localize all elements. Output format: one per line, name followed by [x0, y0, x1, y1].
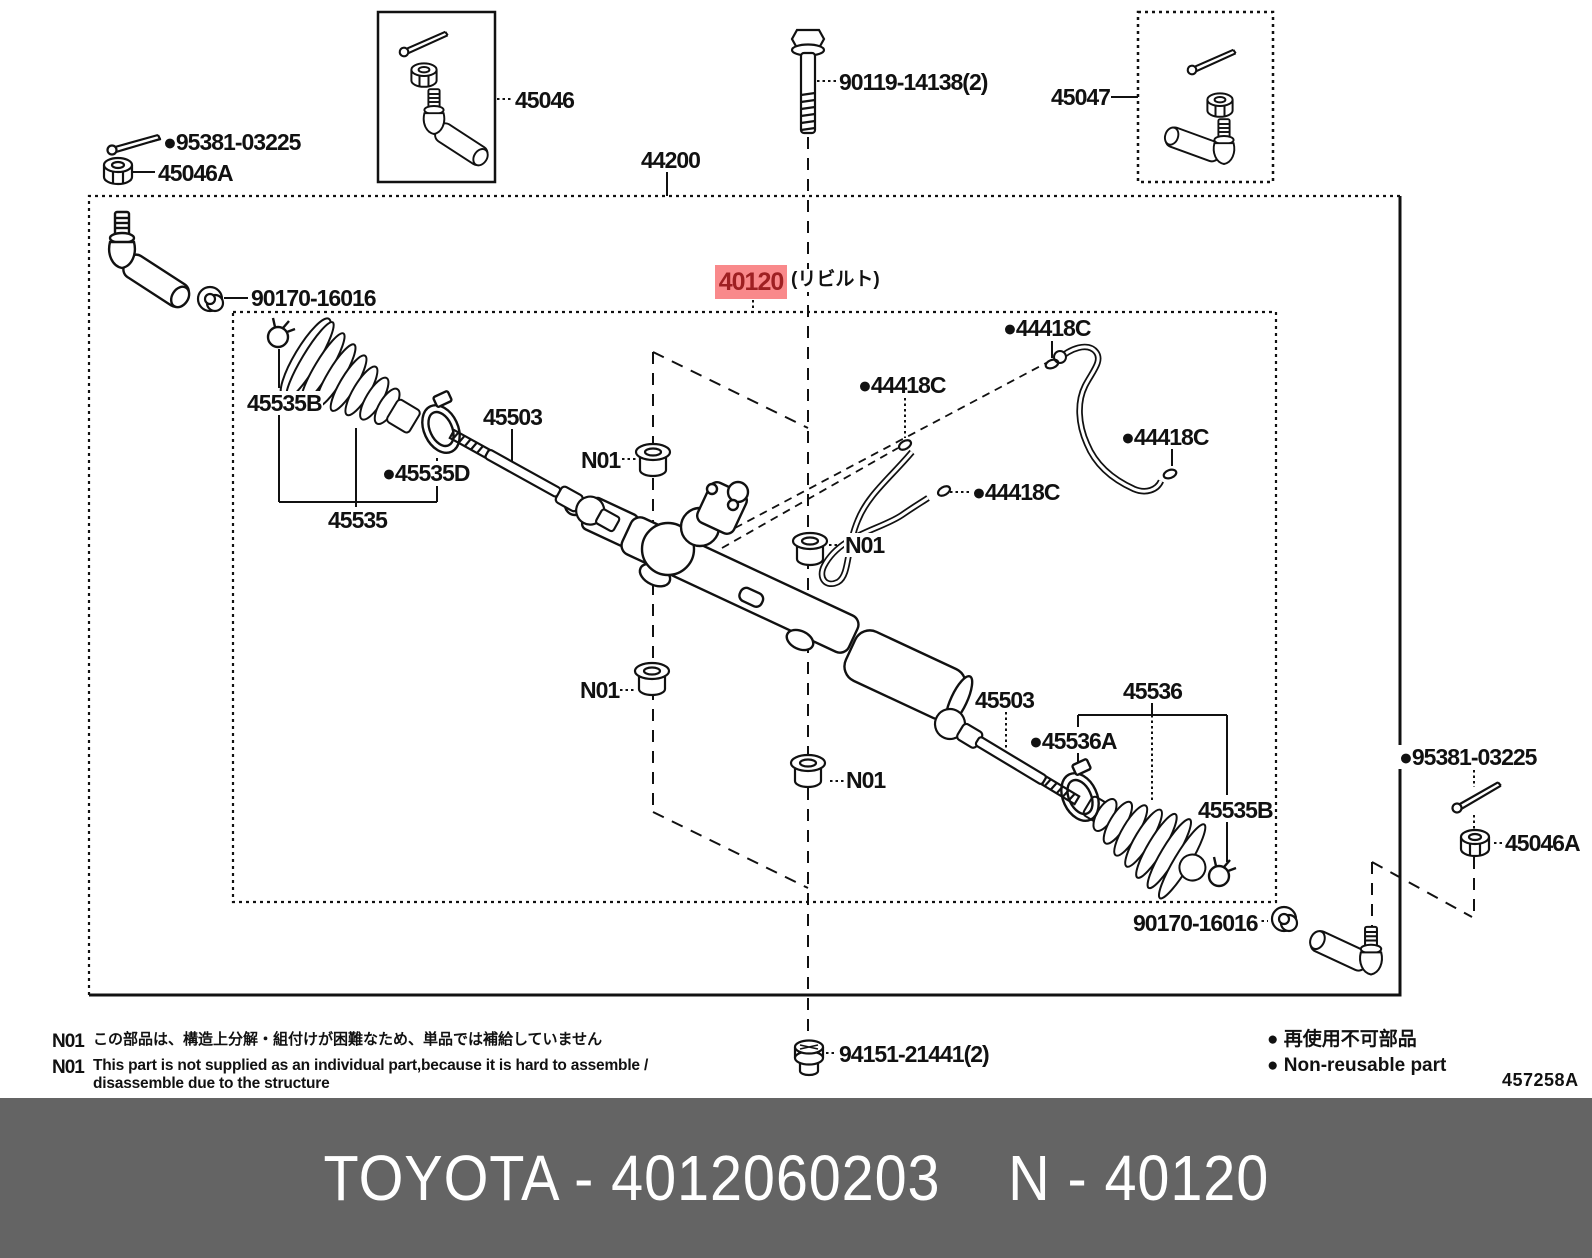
note-code-jp: N01 — [52, 1031, 85, 1052]
footer-part-number: TOYOTA - 4012060203 N - 40120 — [323, 1142, 1269, 1214]
pinion-housing — [640, 521, 696, 577]
cotter-pin-top-left-icon — [106, 133, 162, 156]
part-label-94151[interactable]: 94151-21441(2) — [838, 1041, 990, 1067]
tube-leader-dashes — [721, 361, 1049, 549]
part-label-45536a[interactable]: ●45536A — [1028, 728, 1117, 754]
part-label-45535b-left[interactable]: 45535B — [246, 390, 323, 416]
castle-nut-top-left-icon — [102, 156, 134, 186]
note-text-jp: この部品は、構造上分解・組付けが困難なため、単品では補給していません — [93, 1031, 603, 1048]
grommet-n01-2 — [791, 531, 829, 567]
cotter-pin-box45046-icon — [396, 30, 451, 58]
part-label-44418c-a[interactable]: ●44418C — [1002, 315, 1091, 341]
part-label-45046a-left[interactable]: 45046A — [157, 160, 234, 186]
part-label-44418c-d[interactable]: ●44418C — [971, 479, 1060, 505]
lock-nut-right-icon — [1270, 905, 1299, 933]
part-label-45535d[interactable]: ●45535D — [381, 460, 470, 486]
rack-boot-left — [279, 317, 421, 434]
part-label-44418c-c[interactable]: ●44418C — [1120, 424, 1209, 450]
note-nonreusable-jp: ● 再使用不可部品 — [1267, 1029, 1417, 1050]
boot-clamp-left-icon — [410, 389, 473, 461]
castle-nut-box45047-icon — [1206, 92, 1234, 118]
flange-nut-94151-icon — [793, 1039, 825, 1077]
part-label-n01-2[interactable]: N01 — [844, 532, 885, 558]
pressure-tube-left — [818, 449, 930, 587]
part-label-n01-4[interactable]: N01 — [845, 767, 886, 793]
castle-nut-right-icon — [1459, 828, 1491, 858]
part-label-n01-3[interactable]: N01 — [579, 677, 620, 703]
oring-44418c-c — [1161, 466, 1179, 482]
oring-44418c-d — [935, 483, 953, 499]
tie-rod-end-box45047-icon — [1161, 118, 1236, 165]
part-label-45046[interactable]: 45046 — [514, 87, 575, 113]
part-label-45503-left[interactable]: 45503 — [482, 404, 543, 430]
castle-nut-box45046-icon — [410, 62, 438, 88]
note-nonreusable-en: ● Non-reusable part — [1267, 1055, 1447, 1076]
part-label-45047[interactable]: 45047 — [1050, 84, 1111, 110]
grommet-n01-3 — [633, 661, 671, 697]
footer-banner: TOYOTA - 4012060203 N - 40120 — [0, 1098, 1592, 1258]
callout-box-45046 — [376, 10, 497, 184]
boot-clip-right-icon — [1207, 855, 1238, 888]
part-label-44418c-b[interactable]: ●44418C — [857, 372, 946, 398]
note-text-en-line2: disassemble due to the structure — [93, 1075, 330, 1092]
part-label-40120-highlight[interactable]: 40120 — [715, 265, 787, 299]
tie-rod-end-bottom-right-icon — [1305, 925, 1383, 976]
part-label-45503-right[interactable]: 45503 — [974, 687, 1035, 713]
cotter-pin-right-icon — [1447, 780, 1506, 815]
part-label-40120-suffix: (リビルト) — [791, 269, 880, 292]
diagram-stage: ●95381-03225 45046A 45046 90119-14138(2)… — [52, 10, 1581, 1092]
part-label-45046a-right[interactable]: 45046A — [1504, 830, 1581, 856]
diagram-linework — [87, 10, 1506, 1077]
grommet-n01-1 — [634, 442, 672, 478]
inner-tie-rod-right — [933, 707, 1081, 806]
lock-nut-left-icon — [196, 285, 225, 313]
part-label-90119[interactable]: 90119-14138(2) — [838, 69, 988, 95]
cotter-pin-box45047-icon — [1184, 48, 1239, 76]
note-code-en: N01 — [52, 1057, 85, 1078]
tie-rod-end-outer-left-icon — [107, 210, 196, 313]
part-label-45535b-right[interactable]: 45535B — [1197, 797, 1274, 823]
inner-tie-rod-left — [448, 428, 621, 533]
boot-clip-left-icon — [266, 316, 297, 349]
part-label-44200[interactable]: 44200 — [640, 147, 701, 173]
part-label-n01-1[interactable]: N01 — [580, 447, 621, 473]
part-label-45536[interactable]: 45536 — [1122, 678, 1183, 704]
part-label-45535[interactable]: 45535 — [327, 507, 388, 533]
grommet-n01-4 — [789, 753, 827, 789]
part-label-90170-right[interactable]: 90170-16016 — [1132, 910, 1259, 936]
part-label-90170-left[interactable]: 90170-16016 — [250, 285, 377, 311]
inner-assembly-box-40120 — [231, 310, 1278, 904]
part-label-95381-right[interactable]: ●95381-03225 — [1398, 744, 1537, 770]
outer-assembly-box — [87, 194, 1402, 997]
rack-boot-right — [1082, 795, 1207, 900]
bolt-90119-icon — [790, 28, 826, 135]
steering-rack-assembly — [563, 480, 974, 726]
pressure-tube-right — [1053, 343, 1164, 495]
note-text-en-line1: This part is not supplied as an individu… — [93, 1057, 649, 1074]
tie-rod-end-box45046-icon — [422, 88, 493, 170]
oring-44418c-a — [1043, 356, 1061, 372]
figure-number: 457258A — [1502, 1070, 1579, 1090]
part-label-95381-left[interactable]: ●95381-03225 — [162, 129, 301, 155]
